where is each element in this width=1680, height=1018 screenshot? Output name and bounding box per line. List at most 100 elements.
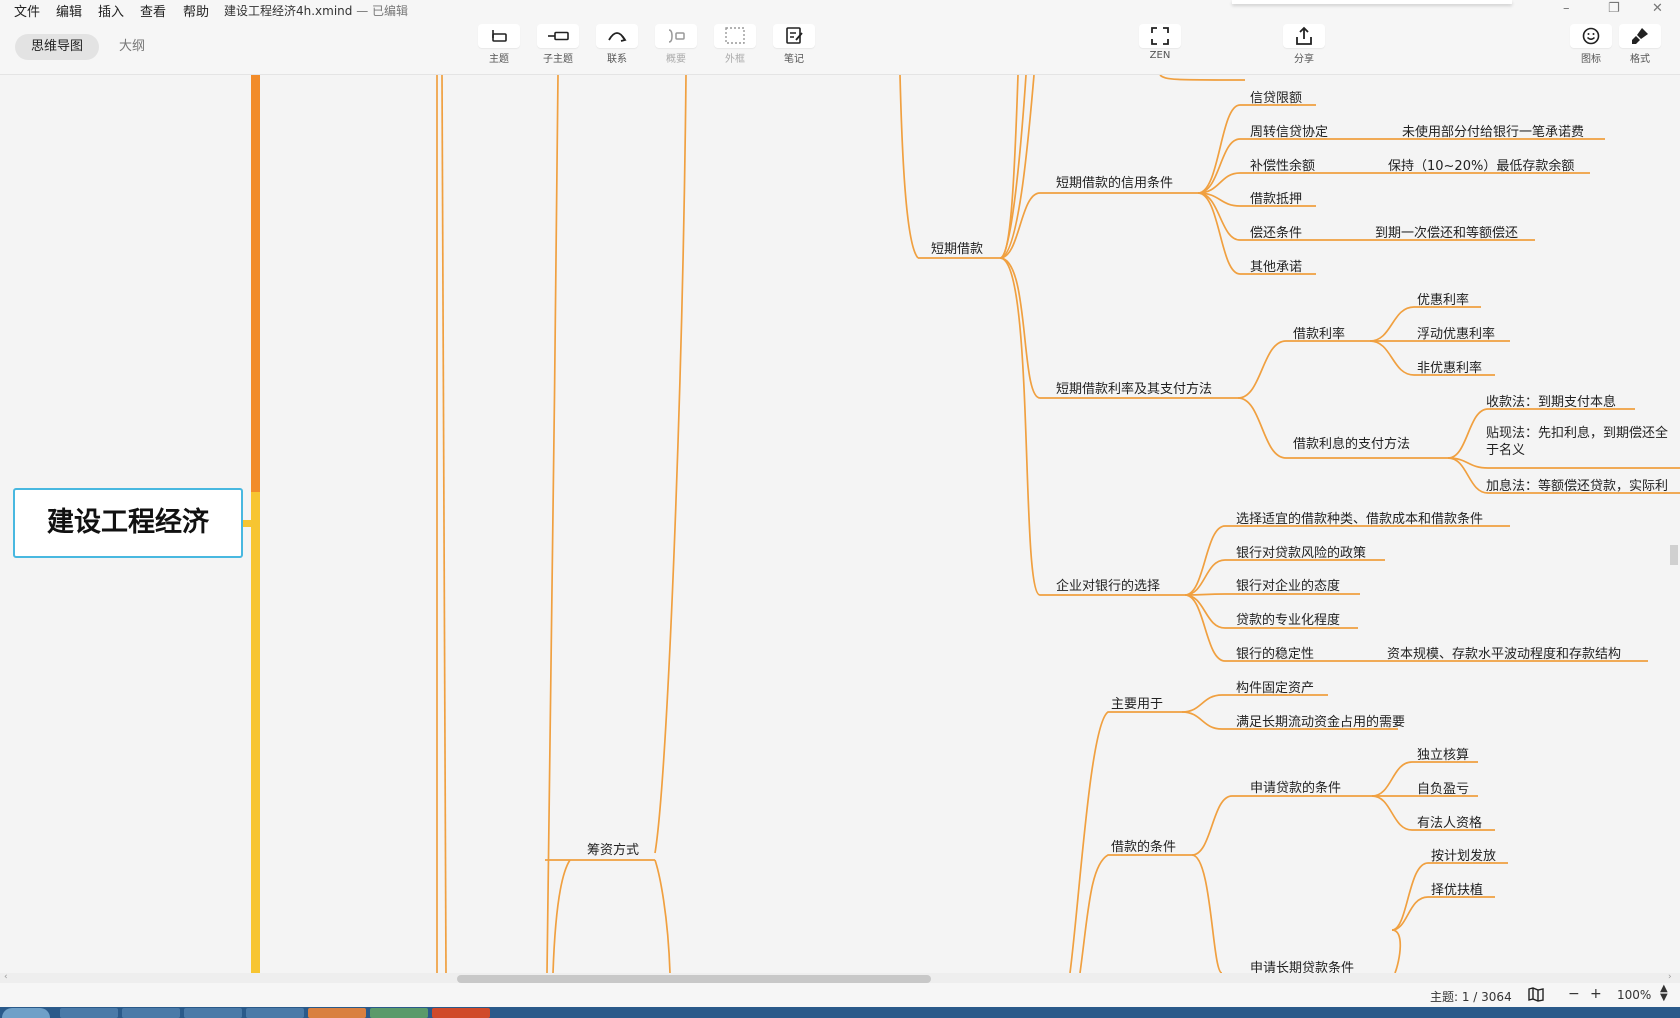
mind-map-canvas[interactable]: 建设工程经济 筹资方式 短期借款 短期借款的信用条件 信贷限额 周转信贷协定 未… [0,75,1680,973]
topic-loan-collateral[interactable]: 借款抵押 [1250,192,1303,207]
topic-short-term-loan[interactable]: 短期借款 [931,242,984,257]
topic-loan-conditions[interactable]: 借款的条件 [1111,840,1177,855]
branch-line [546,75,559,973]
topic-long-term-working-capital[interactable]: 满足长期流动资金占用的需要 [1236,715,1406,730]
topic-loan-application-conditions[interactable]: 申请贷款的条件 [1250,781,1342,796]
topic-credit-limit[interactable]: 信贷限额 [1250,91,1303,106]
vertical-scrollbar[interactable] [1670,545,1678,565]
branch-line [1184,559,1385,596]
topic-collection-method[interactable]: 收款法：到期支付本息 [1486,395,1617,410]
format-label: 格式 [1630,54,1650,65]
topic-bank-selection-3[interactable]: 银行对企业的态度 [1236,579,1341,594]
icon-panel-button[interactable]: 图标 [1565,24,1617,65]
topic-repayment-desc[interactable]: 到期一次偿还和等额偿还 [1375,226,1519,241]
relationship-button[interactable]: 联系 [591,24,643,65]
smiley-icon [1570,24,1612,48]
status-bar: 主题: 1 / 3064 − + 100% ▲▼ [0,983,1680,1007]
topic-legal-person[interactable]: 有法人资格 [1417,816,1483,831]
topic-other-commitments[interactable]: 其他承诺 [1250,260,1303,275]
menu-edit[interactable]: 编辑 [56,5,83,20]
map-icon[interactable] [1527,986,1545,1005]
scroll-left-arrow-icon[interactable]: ‹ [4,972,8,982]
taskbar-app[interactable] [432,1008,490,1018]
horizontal-scrollbar[interactable]: ‹ › [0,972,1680,983]
start-button[interactable] [2,1008,50,1018]
zoom-in-button[interactable]: + [1590,986,1602,1002]
minimize-button[interactable]: – [1563,1,1570,16]
topic-self-responsible[interactable]: 自负盈亏 [1417,782,1470,797]
topic-fixed-assets[interactable]: 构件固定资产 [1236,681,1315,696]
topic-addon-method[interactable]: 加息法：等额偿还贷款，实际利 [1486,479,1669,494]
topic-bank-selection-2[interactable]: 银行对贷款风险的政策 [1236,546,1367,561]
summary-button[interactable]: 概要 [650,24,702,65]
taskbar-app[interactable] [308,1008,366,1018]
zoom-out-button[interactable]: − [1568,986,1580,1002]
maximize-button[interactable]: ❐ [1608,1,1620,16]
topic-mainly-used-for[interactable]: 主要用于 [1111,697,1164,712]
topic-selective-support[interactable]: 择优扶植 [1431,883,1484,898]
icon-panel-label: 图标 [1581,54,1601,65]
zen-button[interactable]: ZEN [1134,24,1186,61]
horizontal-scroll-thumb[interactable] [457,975,931,983]
branch-line [1447,457,1680,469]
root-topic[interactable]: 建设工程经济 [13,488,243,558]
taskbar-app[interactable] [184,1008,242,1018]
edit-state: — 已编辑 [356,4,409,18]
topic-interest-and-payment[interactable]: 短期借款利率及其支付方法 [1056,382,1213,397]
topic-long-term-loan-conditions[interactable]: 申请长期贷款条件 [1250,961,1355,973]
topic-bank-selection-5[interactable]: 银行的稳定性 [1236,647,1315,662]
summary-label: 概要 [666,54,686,65]
zoom-level[interactable]: 100% [1617,988,1652,1002]
taskbar-app[interactable] [370,1008,428,1018]
menu-insert[interactable]: 插入 [98,5,125,20]
topic-revolving-credit[interactable]: 周转信贷协定 [1250,125,1329,140]
topic-button[interactable]: 主题 [473,24,525,65]
topic-bank-stability-desc[interactable]: 资本规模、存款水平波动程度和存款结构 [1387,647,1622,662]
note-icon [773,24,815,48]
topic-non-prime-rate[interactable]: 非优惠利率 [1417,361,1483,376]
topic-bank-selection-4[interactable]: 贷款的专业化程度 [1236,613,1341,628]
topic-bank-selection-1[interactable]: 选择适宜的借款种类、借款成本和借款条件 [1236,512,1484,527]
topic-independent-accounting[interactable]: 独立核算 [1417,748,1470,763]
share-button[interactable]: 分享 [1278,24,1330,65]
branch-line [1191,854,1223,973]
menu-help[interactable]: 帮助 [183,5,210,20]
branch-line [999,75,1027,259]
branch-line [999,75,1035,259]
taskbar-app[interactable] [246,1008,304,1018]
topic-planned-disbursement[interactable]: 按计划发放 [1431,849,1497,864]
topic-compensating-balance-desc[interactable]: 保持（10~20%）最低存款余额 [1388,159,1575,174]
branch-line [1184,594,1380,662]
topic-financing-methods[interactable]: 筹资方式 [587,843,640,858]
tab-outline[interactable]: 大纲 [119,39,146,54]
branch-line [999,257,1238,399]
taskbar-app[interactable] [122,1008,180,1018]
topic-loan-rate[interactable]: 借款利率 [1293,327,1346,342]
topic-interest-payment-methods[interactable]: 借款利息的支付方法 [1293,437,1411,452]
topic-prime-rate[interactable]: 优惠利率 [1417,293,1470,308]
topic-discount-method-line1: 贴现法：先扣利息，到期偿还全 [1486,426,1669,441]
close-button[interactable]: ✕ [1652,1,1663,16]
menu-file[interactable]: 文件 [14,5,41,20]
branch-line [1447,457,1680,494]
topic-compensating-balance[interactable]: 补偿性余额 [1250,159,1316,174]
taskbar-app[interactable] [60,1008,118,1018]
tab-mind-map[interactable]: 思维导图 [15,34,100,60]
boundary-button[interactable]: 外框 [709,24,761,65]
topic-floating-prime-rate[interactable]: 浮动优惠利率 [1417,327,1496,342]
branch-line [441,75,447,973]
branch-line [654,859,671,973]
zoom-stepper-icon[interactable]: ▲▼ [1660,983,1668,1003]
topic-revolving-credit-fee[interactable]: 未使用部分付给银行一笔承诺费 [1402,125,1585,140]
menu-view[interactable]: 查看 [140,5,167,20]
branch-line [1184,525,1510,596]
topic-repayment-terms[interactable]: 偿还条件 [1250,226,1303,241]
main-branch-orange [251,75,260,492]
topic-bank-selection[interactable]: 企业对银行的选择 [1056,579,1161,594]
topic-credit-conditions[interactable]: 短期借款的信用条件 [1056,176,1174,191]
scroll-right-arrow-icon[interactable]: › [1668,972,1672,982]
topic-discount-method[interactable]: 贴现法：先扣利息，到期偿还全于名义 [1486,425,1668,459]
format-button[interactable]: 格式 [1614,24,1666,65]
subtopic-button[interactable]: 子主题 [532,24,584,65]
note-button[interactable]: 笔记 [768,24,820,65]
